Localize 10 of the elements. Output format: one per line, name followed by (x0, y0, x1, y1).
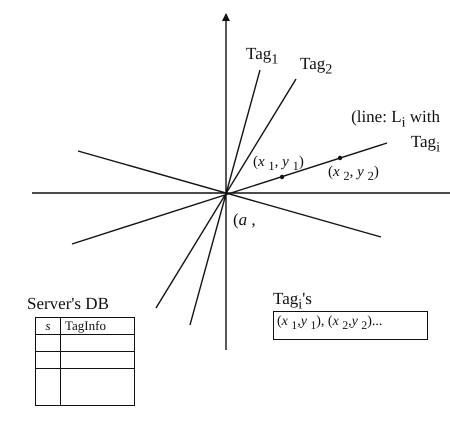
point-label: (x $_{1}$, y $_{1}$) (253, 154, 304, 175)
table-cell: s (36, 318, 60, 334)
table-heading: Server's DB (27, 294, 109, 313)
point-label: (a , (233, 210, 256, 229)
line-caption: (line: L$_{i}$ with Tag$_{i}$ (350, 107, 440, 158)
point-label: (x $_{2}$, y $_{2}$) (328, 164, 379, 185)
table-cell: TagInfo (60, 318, 134, 334)
tag-label: Tag$_{1}$ (246, 44, 278, 70)
tag-label: Tag$_{2}$ (300, 54, 332, 80)
coordinates-box: (x $_{1}$,y $_{1}$), (x $_{2}$,y $_{2}$)... (273, 311, 428, 340)
